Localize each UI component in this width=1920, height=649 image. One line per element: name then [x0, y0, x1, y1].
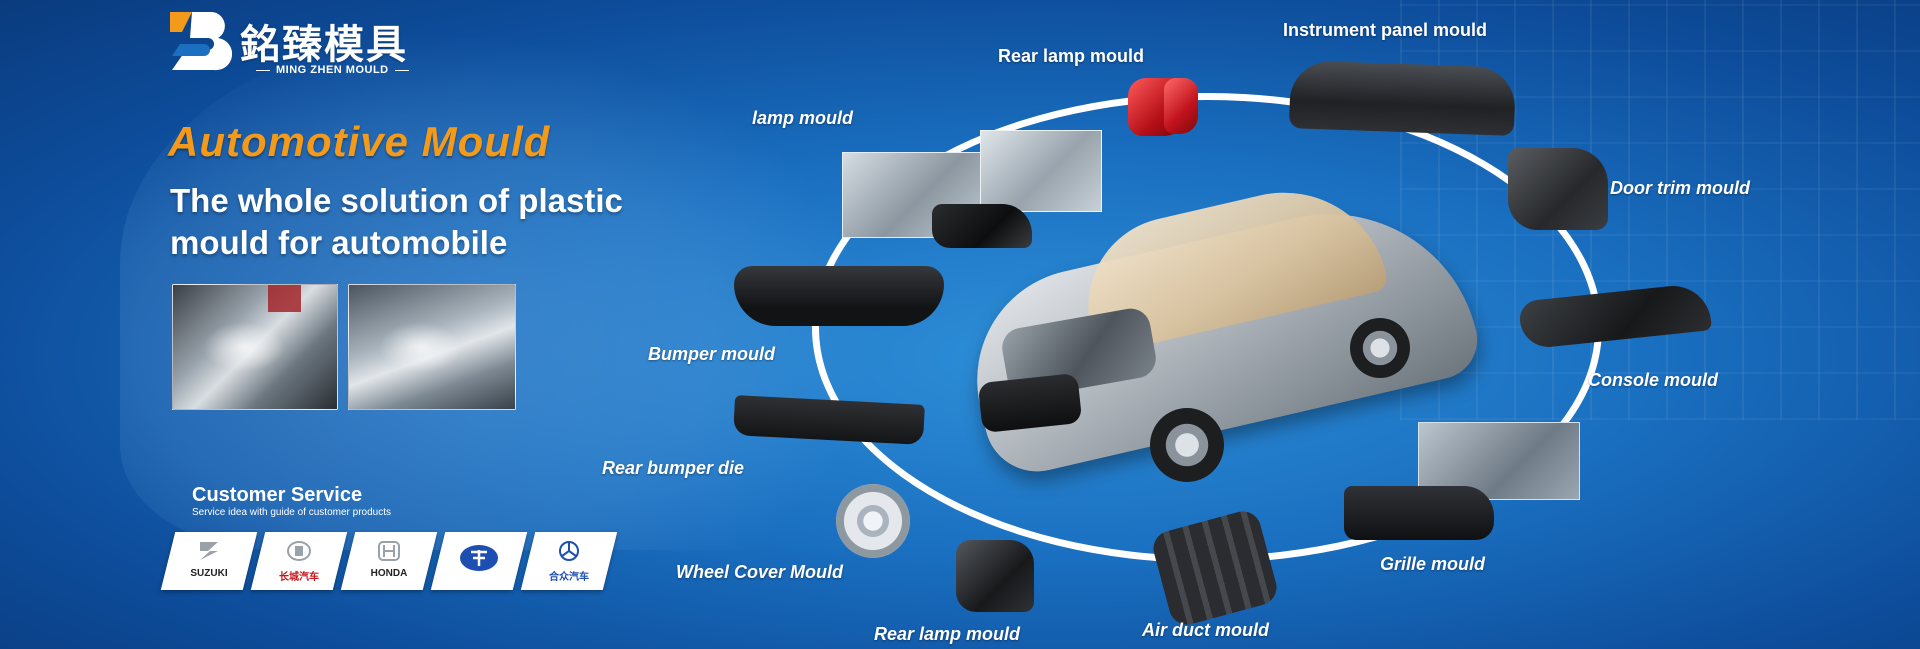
- bumper-icon[interactable]: [734, 266, 944, 326]
- grille-icon[interactable]: [1344, 486, 1494, 540]
- label-rear-lamp-mould-bottom[interactable]: Rear lamp mould: [874, 624, 1021, 644]
- door-trim-icon[interactable]: [1508, 148, 1608, 230]
- cutaway-car-image: [955, 168, 1485, 498]
- brand-name-english: MING ZHEN MOULD: [250, 64, 415, 76]
- label-instrument-panel-mould[interactable]: Instrument panel mould: [1283, 20, 1488, 40]
- red-part-detail: [268, 285, 301, 313]
- brand-card-faw[interactable]: [430, 532, 528, 590]
- label-door-trim-mould[interactable]: Door trim mould: [1610, 178, 1750, 198]
- label-lamp-mould[interactable]: lamp mould: [752, 108, 854, 128]
- customer-brand-strip: SUZUKI 长城汽车 HONDA 合众汽车: [160, 532, 628, 592]
- label-rear-lamp-mould-top[interactable]: Rear lamp mould: [998, 46, 1145, 66]
- label-wheel-cover-mould[interactable]: Wheel Cover Mould: [676, 562, 844, 582]
- customer-service-title: Customer Service: [192, 484, 363, 506]
- brand-name: 长城汽车: [279, 572, 319, 583]
- honda-logo-icon: [378, 541, 400, 561]
- wheel-cover-icon[interactable]: [836, 484, 910, 558]
- brand-card-great-wall[interactable]: 长城汽车: [250, 532, 348, 590]
- brand-name-chinese: 銘臻模具: [240, 22, 408, 68]
- brand-card-hozon[interactable]: 合众汽车: [520, 532, 618, 590]
- car-grille: [977, 372, 1083, 434]
- hozon-logo-icon: [559, 541, 579, 561]
- photo-highlight: [378, 322, 462, 372]
- suzuki-logo-icon: [200, 542, 218, 560]
- mingzhen-logo-icon: [170, 12, 232, 71]
- page-subheadline: The whole solution of plastic mould for …: [170, 182, 623, 261]
- brand-name: SUZUKI: [190, 568, 228, 579]
- label-rear-bumper-die[interactable]: Rear bumper die: [602, 458, 745, 478]
- brand-logo[interactable]: 銘臻模具 MING ZHEN MOULD: [170, 8, 460, 78]
- mirror-icon[interactable]: [956, 540, 1034, 612]
- brand-card-honda[interactable]: HONDA: [340, 532, 438, 590]
- customer-service-subtitle: Service idea with guide of customer prod…: [192, 507, 391, 518]
- mould-photo-2: [348, 284, 516, 410]
- label-grille-mould[interactable]: Grille mould: [1380, 554, 1486, 574]
- brand-card-suzuki[interactable]: SUZUKI: [160, 532, 258, 590]
- page-headline: Automotive Mould: [168, 118, 551, 165]
- rear-lamp-icon[interactable]: [1164, 78, 1198, 134]
- car-wheel-rear: [1350, 318, 1410, 378]
- label-air-duct-mould[interactable]: Air duct mould: [1142, 620, 1269, 640]
- headlamp-icon[interactable]: [932, 204, 1032, 248]
- label-bumper-mould[interactable]: Bumper mould: [648, 344, 776, 364]
- faw-logo-icon: [460, 545, 498, 571]
- car-wheel-front: [1150, 408, 1224, 482]
- great-wall-logo-icon: [287, 541, 311, 561]
- brand-name: 合众汽车: [549, 572, 589, 583]
- lamp-mould-icon[interactable]: [980, 130, 1102, 212]
- photo-highlight: [202, 322, 285, 372]
- mould-photo-1: [172, 284, 338, 410]
- label-console-mould[interactable]: Console mould: [1588, 370, 1718, 390]
- brand-name: HONDA: [370, 568, 408, 579]
- instrument-panel-icon[interactable]: [1288, 60, 1517, 136]
